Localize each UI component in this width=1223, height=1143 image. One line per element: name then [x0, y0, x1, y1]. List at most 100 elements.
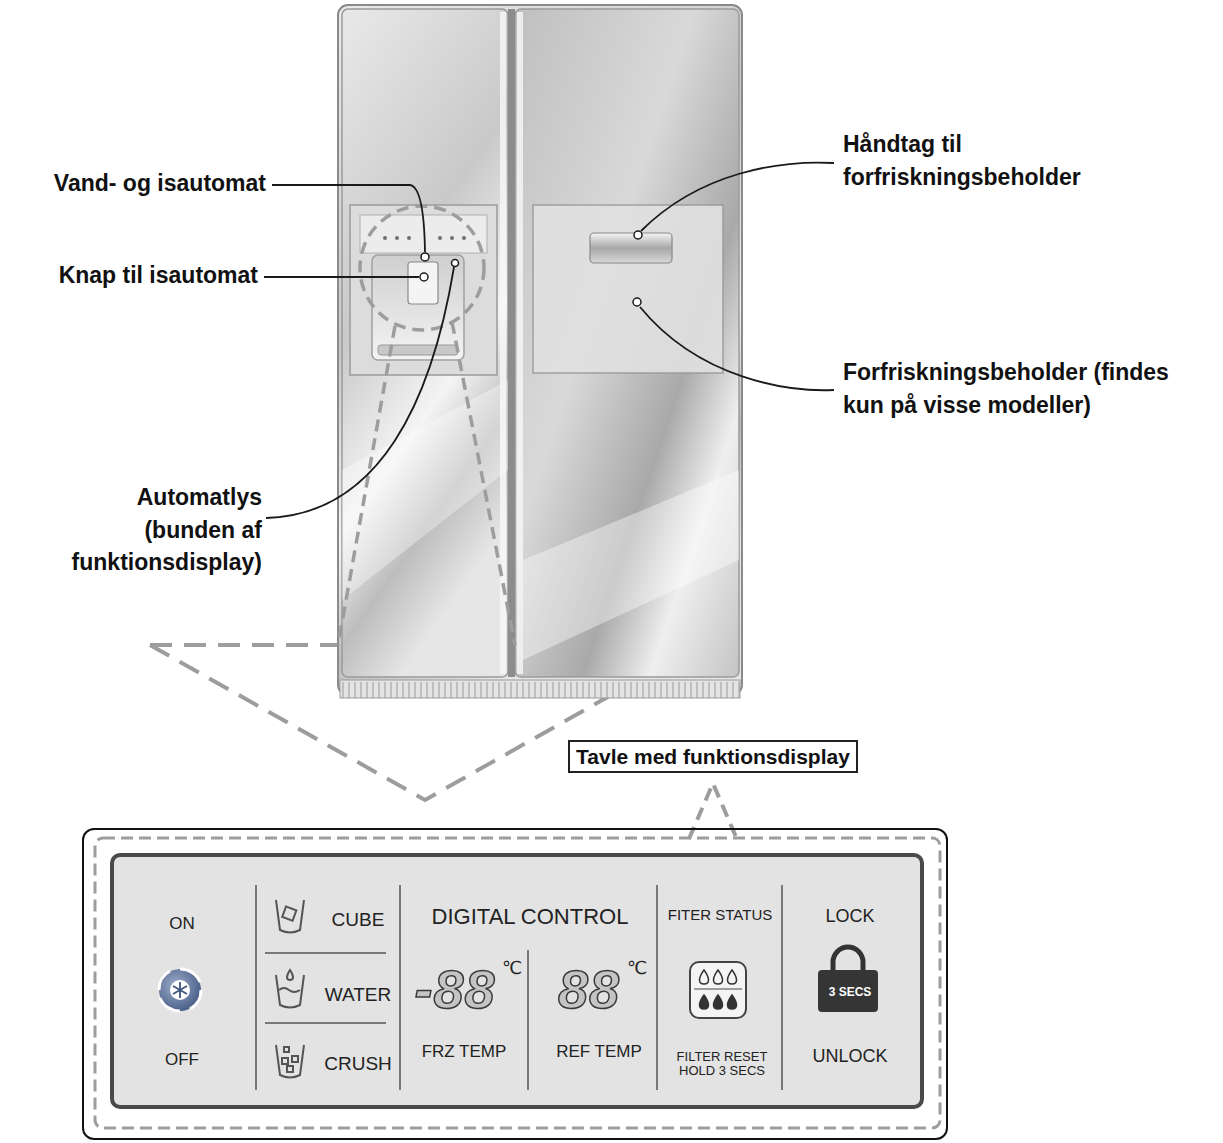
- display-label: REF TEMP: [556, 1043, 642, 1062]
- callout-label: Vand- og isautomat: [24, 167, 266, 200]
- crushed-ice: [292, 1056, 298, 1062]
- switch-label: OFF: [165, 1051, 199, 1070]
- divider: [265, 1022, 386, 1024]
- zoom-marker: [338, 206, 515, 645]
- door-gap: [508, 9, 515, 677]
- button-dot: [407, 236, 411, 240]
- water-drop: [714, 995, 723, 1009]
- leader-line: [266, 267, 454, 518]
- zoom-line: [150, 643, 338, 647]
- refreshment-handle: [590, 233, 672, 263]
- callout-label: Automatlys (bunden af funktionsdisplay): [50, 481, 262, 579]
- panel-face: [112, 855, 922, 1107]
- cup: [276, 1045, 304, 1078]
- filter-icon: [690, 962, 746, 1018]
- lock-label: UNLOCK: [812, 1047, 887, 1067]
- dispenser-paddle: [408, 262, 438, 304]
- lock-badge: 3 SECS: [829, 986, 872, 999]
- fan-swirl: [159, 969, 201, 1011]
- button-dot: [450, 236, 454, 240]
- button-dot: [462, 236, 466, 240]
- leader-dot: [452, 260, 459, 267]
- crushed-ice: [282, 1058, 288, 1064]
- cup: [276, 900, 304, 933]
- callout-label: Håndtag til forfriskningsbeholder: [843, 128, 1135, 193]
- control-panel: ON OFF CUBE WATER CRUSH DIGITAL CONTROL -88 ℃ FR…: [82, 828, 948, 1140]
- cube-icon: [276, 900, 304, 933]
- zoom-line: [338, 326, 395, 645]
- water-drop: [700, 970, 709, 984]
- section-heading: DIGITAL CONTROL: [432, 905, 629, 929]
- zoom-circle: [360, 206, 484, 330]
- leader-dot: [634, 231, 642, 239]
- crushed-ice: [287, 1066, 293, 1072]
- display-label: FRZ TEMP: [422, 1043, 507, 1062]
- fan-center: [170, 980, 190, 1000]
- reflection: [342, 380, 508, 600]
- leader-dot: [633, 298, 641, 306]
- water-icon: [276, 970, 304, 1008]
- button-dot: [395, 236, 399, 240]
- section-heading: FITER STATUS: [668, 907, 772, 924]
- title-tag: Tavle med funktionsdisplay: [568, 740, 858, 773]
- leader-lines: [264, 163, 834, 518]
- panel-dividers: [256, 885, 782, 1090]
- bottom-grille: [340, 680, 740, 698]
- fridge-body: [338, 5, 742, 695]
- leader-line: [640, 307, 834, 390]
- mode-label: CUBE: [332, 910, 385, 931]
- zoom-line: [452, 322, 515, 645]
- right-door: [515, 9, 739, 677]
- button-dot: [383, 236, 387, 240]
- crush-icon: [276, 1045, 304, 1078]
- leader-dot: [421, 253, 429, 261]
- lock-icon: [818, 947, 878, 1012]
- unit-label: ℃: [627, 959, 647, 979]
- water-drop: [728, 995, 737, 1009]
- leader-dots: [420, 231, 642, 306]
- segment-display: 88: [558, 960, 620, 1019]
- unit-label: ℃: [502, 959, 522, 979]
- filter-frame: [690, 962, 746, 1018]
- lock-shackle: [833, 947, 863, 972]
- mode-label: CRUSH: [324, 1054, 392, 1075]
- divider: [399, 885, 401, 1090]
- divider: [527, 950, 529, 1090]
- water-drop: [714, 970, 723, 984]
- divider: [265, 952, 386, 954]
- lock-body: [818, 970, 878, 1012]
- water-drop: [728, 970, 737, 984]
- filter-line: [694, 988, 742, 989]
- door-edge-highlight: [517, 12, 523, 674]
- water-drop: [700, 995, 709, 1009]
- divider: [656, 885, 658, 1090]
- divider: [781, 885, 783, 1090]
- segment-display: -88: [414, 960, 495, 1019]
- divider: [255, 885, 257, 1090]
- water-drop: [287, 970, 293, 980]
- leader-line: [641, 163, 834, 231]
- water-wave: [279, 988, 300, 992]
- crushed-ice: [284, 1047, 289, 1052]
- title-text: Tavle med funktionsdisplay: [576, 745, 850, 768]
- snowflake: [173, 982, 187, 998]
- ice-cube: [282, 907, 296, 921]
- connector-line: [689, 783, 737, 839]
- panel-dashed-outline: [95, 838, 940, 1128]
- leader-line: [264, 276, 419, 278]
- dispenser-opening: [372, 255, 464, 360]
- refreshment-box: [533, 205, 723, 373]
- reflection: [523, 470, 739, 660]
- zoom-connector: [689, 783, 737, 839]
- button-dot: [438, 236, 442, 240]
- callout-label: Knap til isautomat: [14, 259, 258, 292]
- leader-line: [272, 185, 425, 252]
- switch-label: ON: [169, 915, 195, 934]
- mode-label: WATER: [325, 985, 392, 1006]
- leader-dot: [420, 273, 428, 281]
- callout-label: Forfriskningsbeholder (findes kun på vis…: [843, 356, 1188, 421]
- fan-disc: [159, 969, 201, 1011]
- button-hint: FILTER RESET HOLD 3 SECS: [670, 1050, 774, 1079]
- lock-label: LOCK: [825, 907, 874, 927]
